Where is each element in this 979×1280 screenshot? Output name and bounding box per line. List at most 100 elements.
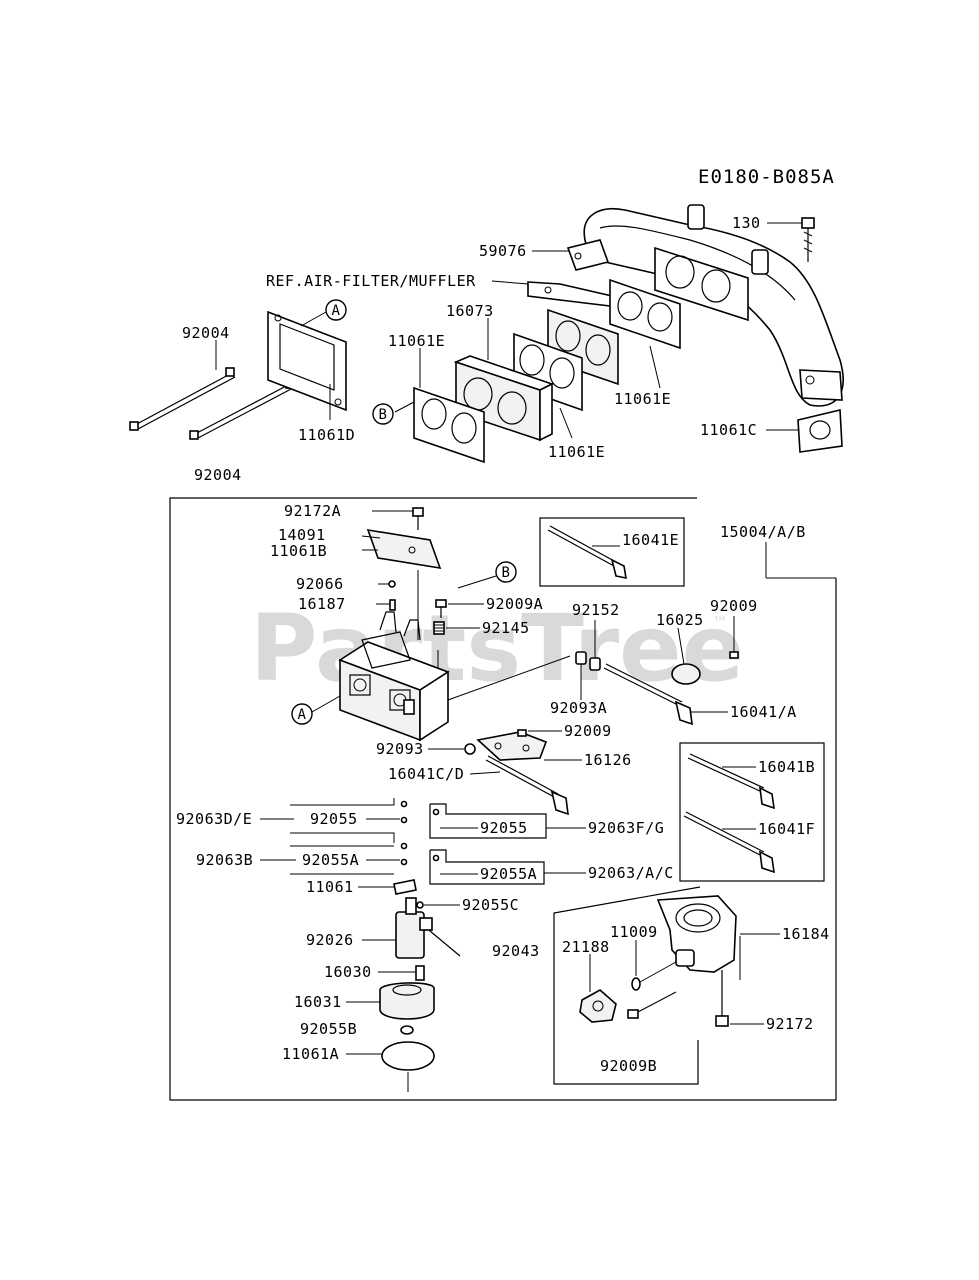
washer-11009: [631, 977, 641, 991]
label-92026: 92026: [306, 931, 354, 949]
label-16073: 16073: [446, 302, 494, 320]
callout-a-lower: [291, 703, 313, 725]
shaft-16041cd: [485, 755, 569, 816]
part-92152: [589, 657, 601, 671]
label-11009: 11009: [610, 923, 658, 941]
label-92055-right: 92055: [480, 819, 528, 837]
label-92066: 92066: [296, 575, 344, 593]
label-11061a: 11061A: [282, 1045, 339, 1063]
inset-16041e: [539, 517, 685, 587]
jet-92063b: [400, 842, 408, 850]
watermark-tm: ™: [712, 613, 728, 632]
label-16041cd: 16041C/D: [388, 765, 464, 783]
inset-16041bf: [679, 742, 825, 882]
callout-a-lower-label: A: [298, 707, 307, 723]
diagram-code: E0180-B085A: [698, 166, 835, 188]
label-11061e-right: 11061E: [614, 390, 671, 408]
label-92055-left: 92055: [310, 810, 358, 828]
label-92055a-right: 92055A: [480, 865, 537, 883]
part-92055c: [416, 901, 424, 909]
label-59076: 59076: [479, 242, 527, 260]
label-92055a-left: 92055A: [302, 851, 359, 869]
label-21188: 21188: [562, 938, 610, 956]
label-92063b: 92063B: [196, 851, 253, 869]
jet-92063de: [400, 800, 408, 808]
screw-92172a: [412, 507, 424, 530]
label-92009-lower: 92009: [564, 722, 612, 740]
label-11061d: 11061D: [298, 426, 355, 444]
gasket-11061e-left: [413, 386, 485, 464]
label-14091: 14091: [278, 526, 326, 544]
plate-16126: [476, 731, 548, 761]
callout-b-lower-label: B: [502, 565, 511, 581]
label-16041f: 16041F: [758, 820, 815, 838]
label-92063fg: 92063F/G: [588, 819, 664, 837]
callout-a-upper: [325, 299, 347, 321]
gasket-11061e-upper: [609, 278, 681, 350]
part-16187: [389, 599, 396, 611]
label-92004-lower: 92004: [194, 466, 242, 484]
gasket-11061: [393, 879, 417, 895]
part-92093a: [575, 651, 587, 665]
screw-92009a: [435, 599, 447, 618]
part-92066: [388, 580, 396, 588]
label-16025: 16025: [656, 611, 704, 629]
section-frame: [169, 497, 837, 1101]
label-11061e-lower: 11061E: [548, 443, 605, 461]
screw-92009b: [627, 991, 677, 1019]
plate-16025: [671, 663, 701, 685]
label-16041e: 16041E: [622, 531, 679, 549]
solenoid-box: [553, 886, 701, 1085]
label-92055b: 92055B: [300, 1020, 357, 1038]
label-92172: 92172: [766, 1015, 814, 1033]
label-16041a: 16041/A: [730, 703, 797, 721]
label-92055c: 92055C: [462, 896, 519, 914]
callout-a-upper-label: A: [332, 303, 341, 319]
label-92063de: 92063D/E: [176, 810, 252, 828]
label-92063ac: 92063/A/C: [588, 864, 674, 882]
callout-b-upper-label: B: [379, 407, 388, 423]
callout-b-lower: [495, 561, 517, 583]
label-15004: 15004/A/B: [720, 523, 806, 541]
label-16187: 16187: [298, 595, 346, 613]
label-11061: 11061: [306, 878, 354, 896]
label-ref-air-filter-muffler: REF.AIR-FILTER/MUFFLER: [266, 272, 476, 290]
jet-92063ac: [432, 854, 440, 862]
float-16031: [379, 982, 435, 1020]
shaft-16041e: [547, 525, 627, 580]
housing-16184: [656, 895, 737, 973]
solenoid-21188: [579, 989, 617, 1023]
label-16184: 16184: [782, 925, 830, 943]
label-16030: 16030: [324, 963, 372, 981]
label-16126: 16126: [584, 751, 632, 769]
label-92145: 92145: [482, 619, 530, 637]
part-16030: [415, 965, 425, 981]
shaft-16041f: [683, 811, 775, 874]
float-92026: [395, 897, 461, 959]
label-92004-upper: 92004: [182, 324, 230, 342]
label-92009b: 92009B: [600, 1057, 657, 1075]
bolt-130: [801, 217, 815, 262]
label-16031: 16031: [294, 993, 342, 1011]
watermark: PartsTree: [250, 595, 744, 702]
label-16041b: 16041B: [758, 758, 815, 776]
shaft-16041b: [687, 753, 775, 810]
label-130: 130: [732, 214, 761, 232]
label-11061c: 11061C: [700, 421, 757, 439]
oring-92055b: [400, 1025, 414, 1035]
label-11061b: 11061B: [270, 542, 327, 560]
jet-92055a-left: [400, 858, 408, 866]
shaft-16041a: [603, 663, 693, 726]
bolt-92172: [715, 970, 729, 1027]
air-filter-bracket: [527, 281, 613, 307]
gasket-11061a: [381, 1041, 435, 1071]
screw-92009-lower: [517, 729, 527, 737]
label-92043: 92043: [492, 942, 540, 960]
label-92009-upper: 92009: [710, 597, 758, 615]
jet-92055-left: [400, 816, 408, 824]
spring-92145: [433, 621, 445, 635]
screw-92009-upper: [729, 651, 739, 659]
intake-manifold: [566, 204, 844, 407]
label-92172a: 92172A: [284, 502, 341, 520]
